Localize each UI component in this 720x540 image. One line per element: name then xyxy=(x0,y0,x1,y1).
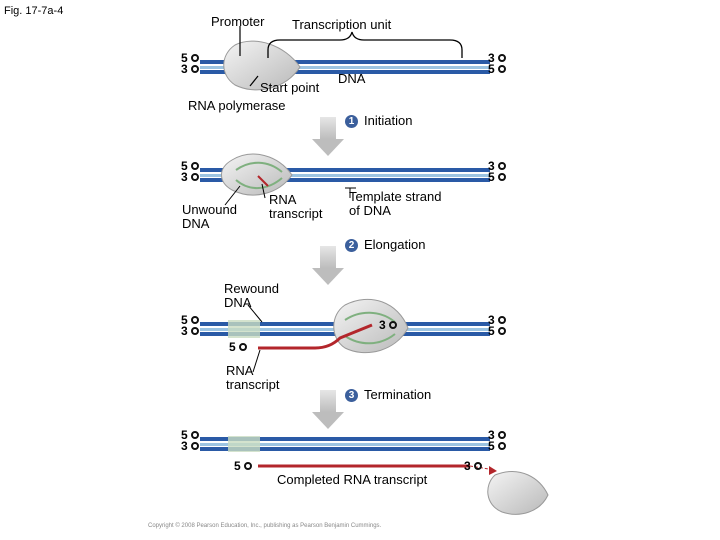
step-arrow-3 xyxy=(312,390,344,429)
rna-5-end-4: 5 xyxy=(234,461,256,472)
end-3: 3 xyxy=(181,64,203,75)
rna-polymerase-label: RNA polymerase xyxy=(188,99,286,113)
copyright: Copyright © 2008 Pearson Education, Inc.… xyxy=(148,519,381,533)
rna-b-line-2: transcript xyxy=(226,377,279,392)
rewound-line-2: DNA xyxy=(224,295,251,310)
rewound-line-1: Rewound xyxy=(224,281,279,296)
rna-b-line-1: RNA xyxy=(226,363,253,378)
unwound-line-1: Unwound xyxy=(182,202,237,217)
completed-rna-label: Completed RNA transcript xyxy=(277,473,427,487)
template-line-2: of DNA xyxy=(349,203,391,218)
rna-5-end-3: 5 xyxy=(229,342,251,353)
rna-3-end-3: 3 xyxy=(379,320,401,331)
promoter-label: Promoter xyxy=(211,15,264,29)
template-line-1: Template strand xyxy=(349,189,442,204)
rna-line-1: RNA xyxy=(269,192,296,207)
unwound-line-2: DNA xyxy=(182,216,209,231)
dna-termination xyxy=(200,436,490,452)
transcription-unit-bracket xyxy=(268,32,462,58)
end-5: 5 xyxy=(488,326,510,337)
step-number-3: 3 xyxy=(345,389,358,402)
step-label-elongation: Elongation xyxy=(364,237,425,252)
end-5: 5 xyxy=(234,461,256,472)
transcription-unit-label: Transcription unit xyxy=(292,18,391,32)
released-polymerase xyxy=(488,472,548,515)
end-3: 3 xyxy=(181,326,203,337)
rna-3-end-4: 3 xyxy=(464,461,486,472)
step-termination: 3 Termination xyxy=(345,388,431,402)
end-5: 5 xyxy=(229,342,251,353)
step-label-initiation: Initiation xyxy=(364,113,412,128)
end-5: 5 xyxy=(488,172,510,183)
step-label-termination: Termination xyxy=(364,387,431,402)
start-point-label: Start point xyxy=(260,81,319,95)
step-elongation: 2 Elongation xyxy=(345,238,425,252)
step-arrow-2 xyxy=(312,246,344,285)
end-5: 5 xyxy=(488,441,510,452)
end-3: 3 xyxy=(181,172,203,183)
rna-line-2: transcript xyxy=(269,206,322,221)
figure-id: Fig. 17-7a-4 xyxy=(4,4,63,18)
step-initiation: 1 Initiation xyxy=(345,114,412,128)
dna-label: DNA xyxy=(338,72,365,86)
end-3: 3 xyxy=(181,441,203,452)
step-number-1: 1 xyxy=(345,115,358,128)
step-arrow-1 xyxy=(312,117,344,156)
end-5: 5 xyxy=(488,64,510,75)
end-3: 3 xyxy=(379,320,401,331)
end-3: 3 xyxy=(464,461,486,472)
step-number-2: 2 xyxy=(345,239,358,252)
